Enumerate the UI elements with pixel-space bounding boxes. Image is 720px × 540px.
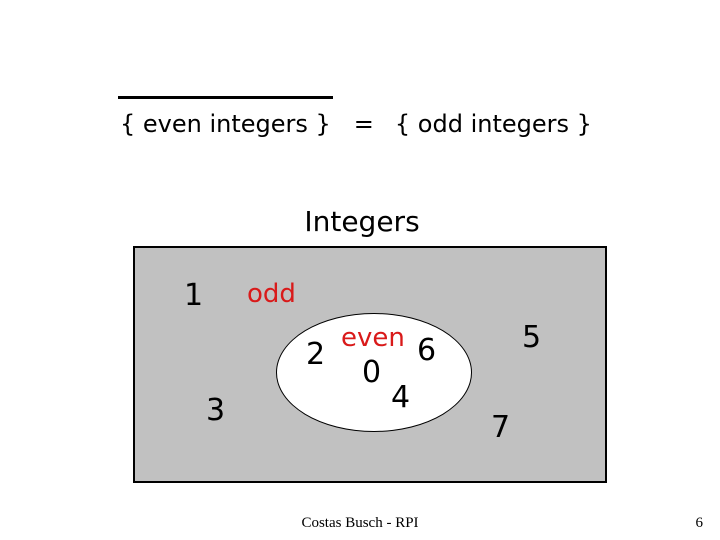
- footer-credit: Costas Busch - RPI: [301, 515, 419, 531]
- complement-even-integers-set: { even integers }: [118, 96, 333, 138]
- equals-sign: =: [353, 110, 374, 138]
- slide-title: { even integers } = { odd integers }: [118, 96, 592, 138]
- integers-universe-box: 1 odd 3 5 7 even 2 0 4 6: [133, 246, 607, 483]
- odd-number-5: 5: [522, 320, 542, 355]
- even-number-4: 4: [391, 380, 411, 415]
- slide-page-number: 6: [695, 515, 704, 531]
- odd-region-label: odd: [247, 279, 296, 309]
- odd-number-3: 3: [206, 393, 226, 428]
- universe-label: Integers: [304, 205, 420, 238]
- even-number-6: 6: [417, 333, 437, 368]
- even-region-label: even: [341, 323, 405, 353]
- even-number-0: 0: [362, 355, 382, 390]
- even-set-ellipse: [276, 313, 472, 432]
- odd-number-1: 1: [184, 278, 204, 313]
- even-number-2: 2: [306, 337, 326, 372]
- odd-integers-set: { odd integers }: [394, 110, 592, 138]
- odd-number-7: 7: [491, 410, 511, 445]
